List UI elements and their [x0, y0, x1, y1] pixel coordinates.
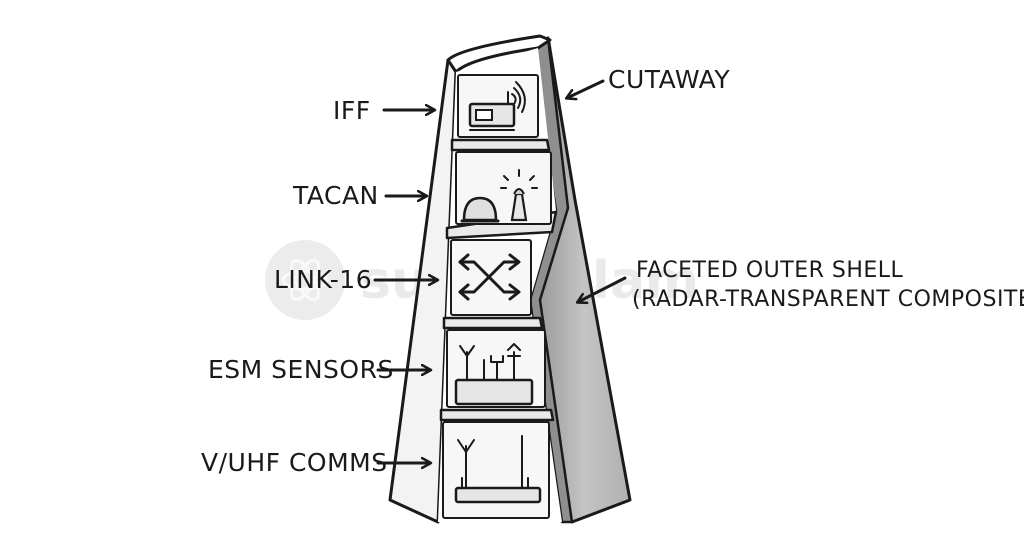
tacan-dome-icon — [460, 196, 500, 223]
bay-esm — [446, 329, 546, 408]
bay-vuhf — [442, 421, 550, 519]
vuhf-antenna-icon — [454, 435, 542, 504]
label-shell-line1: FACETED OUTER SHELL — [636, 258, 904, 283]
link16-crossed-arrows-icon — [458, 253, 521, 301]
arrow-shell — [578, 276, 627, 302]
label-vuhf: V/UHF COMMS — [201, 448, 388, 477]
bay-iff — [457, 74, 539, 138]
annotations: CUTAWAY IFF TACAN LINK-16 ESM SENSORS V/… — [201, 65, 1024, 477]
shell-top-cap — [446, 34, 552, 74]
label-link16: LINK-16 — [274, 265, 372, 294]
arrow-cutaway — [567, 79, 605, 98]
watermark-logo — [265, 240, 345, 320]
bay-link16 — [450, 239, 532, 316]
label-esm: ESM SENSORS — [208, 355, 394, 384]
label-tacan: TACAN — [292, 181, 379, 210]
label-cutaway: CUTAWAY — [608, 65, 730, 94]
iff-transponder-icon — [468, 81, 526, 131]
label-iff: IFF — [333, 96, 371, 125]
label-shell-line2: (RADAR-TRANSPARENT COMPOSITE) — [632, 287, 1024, 312]
interior — [438, 48, 562, 522]
esm-antenna-array-icon — [454, 343, 534, 406]
outer-shell — [388, 34, 632, 524]
bay-tacan — [455, 151, 552, 225]
tacan-beacon-icon — [500, 169, 538, 222]
